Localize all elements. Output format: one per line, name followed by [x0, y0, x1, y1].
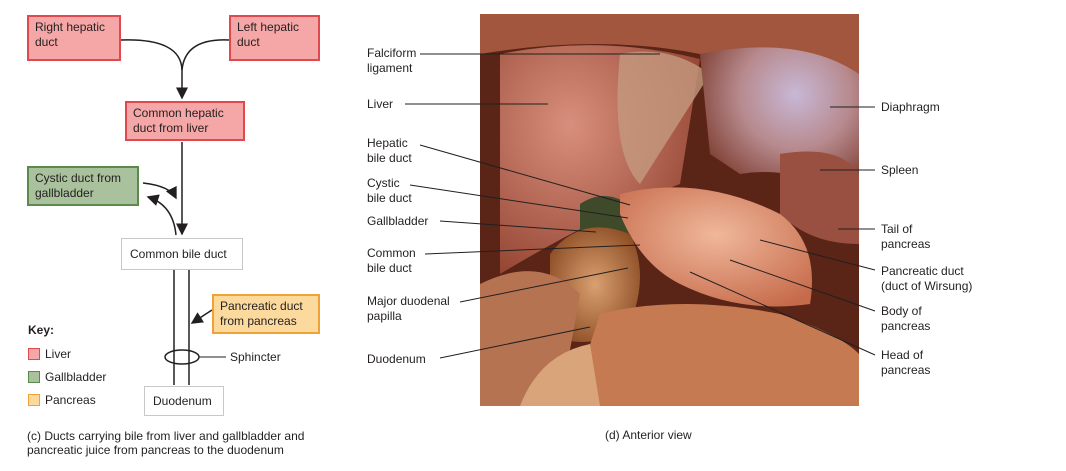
key-swatch-pancreas: [28, 394, 40, 406]
cystic-duct-label: Cystic duct from gallbladder: [35, 171, 122, 200]
pancreatic-duct-label: Pancreatic duct from pancreas: [220, 299, 303, 328]
pancreatic-arrow: [190, 309, 213, 324]
label-pancreatic-duct: Pancreatic duct(duct of Wirsung): [881, 264, 973, 293]
anatomy-photo: [480, 14, 859, 406]
right-hepatic-duct-box: Right hepatic duct: [27, 15, 127, 67]
common-hepatic-duct-box: Common hepatic duct from liver: [125, 101, 251, 147]
label-duodenum: Duodenum: [367, 352, 426, 366]
right-hepatic-connector: [120, 39, 183, 71]
leader-common-bile-duct: [424, 244, 641, 255]
common-to-cystic-arrow: [146, 194, 177, 236]
sphincter-label: Sphincter: [230, 350, 281, 364]
common-hepatic-duct-label: Common hepatic duct from liver: [133, 106, 224, 135]
key-title: Key:: [28, 323, 55, 337]
key-swatch-liver: [28, 348, 40, 360]
leader-hepatic-duct: [419, 144, 631, 206]
leader-gallbladder: [439, 220, 597, 233]
caption-c-line2: pancreatic juice from pancreas to the du…: [27, 443, 284, 457]
duodenum-box-label: Duodenum: [153, 394, 212, 408]
leader-cystic-duct: [409, 184, 629, 219]
pancreatic-duct-box: Pancreatic duct from pancreas: [212, 294, 326, 340]
leader-papilla: [459, 267, 629, 303]
label-diaphragm: Diaphragm: [881, 100, 940, 114]
label-liver: Liver: [367, 97, 394, 111]
key-label-pancreas: Pancreas: [45, 393, 96, 407]
key-swatch-gallbladder: [28, 371, 40, 383]
caption-d: (d) Anterior view: [605, 428, 692, 442]
left-hepatic-connector: [181, 39, 230, 71]
left-hepatic-duct-box: Left hepatic duct: [229, 15, 326, 67]
leader-duodenum: [439, 326, 591, 359]
cystic-to-common-arrow: [142, 182, 177, 200]
common-bile-duct-label: Common bile duct: [130, 247, 227, 261]
label-spleen: Spleen: [881, 163, 919, 177]
leader-head-pancreas: [689, 271, 876, 356]
caption-c-line1: (c) Ducts carrying bile from liver and g…: [27, 429, 305, 443]
leader-pancreatic-duct: [759, 239, 876, 271]
leader-body-pancreas: [729, 259, 876, 312]
label-gallbladder: Gallbladder: [367, 214, 429, 228]
right-hepatic-duct-label: Right hepatic duct: [35, 20, 106, 49]
key-label-liver: Liver: [45, 347, 72, 361]
cystic-duct-box: Cystic duct from gallbladder: [27, 166, 145, 212]
left-hepatic-duct-label: Left hepatic duct: [237, 20, 300, 49]
key-label-gallbladder: Gallbladder: [45, 370, 107, 384]
